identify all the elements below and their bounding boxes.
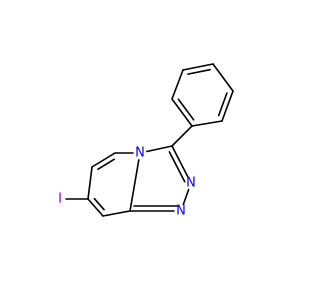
structure-canvas: I N N N xyxy=(58,63,234,219)
bond-c4-c5 xyxy=(102,210,131,217)
bond-c2-c3 xyxy=(87,166,93,200)
bond-ph3-ph4 xyxy=(182,63,214,71)
bond-ph1-ph2 xyxy=(171,98,193,127)
bond-c5-nb xyxy=(129,159,140,212)
atom-label-n-lower: N xyxy=(176,204,186,219)
atom-label-n-bridge: N xyxy=(135,146,145,161)
bond-ph6-ph1 xyxy=(191,120,223,127)
bond-c3-ph xyxy=(171,125,193,147)
bond-nb-c3 xyxy=(146,145,173,153)
bond-ph1-ph2-inner xyxy=(177,98,195,121)
bond-c3-c4-inner xyxy=(93,197,105,211)
bond-ph5-ph6-inner xyxy=(217,92,228,117)
bond-group xyxy=(65,63,234,217)
bond-c3-nu-inner xyxy=(168,151,186,183)
bond-c1-c2-inner xyxy=(97,158,115,170)
bond-ph5-ph6 xyxy=(221,90,234,122)
bond-ph2-ph3 xyxy=(171,69,184,100)
bond-nu-nl xyxy=(182,188,190,206)
bond-c3-c4 xyxy=(87,198,104,217)
atom-label-iodine: I xyxy=(58,192,62,207)
bond-c1-c2 xyxy=(91,152,116,168)
bond-ph4-ph5 xyxy=(212,63,234,92)
molecule-structure: I N N N xyxy=(58,63,234,219)
atom-label-n-upper: N xyxy=(186,176,196,191)
bond-c3-nu xyxy=(171,145,189,178)
bond-ph3-ph4-inner xyxy=(187,68,211,75)
atom-label-group: I N N N xyxy=(58,146,196,219)
